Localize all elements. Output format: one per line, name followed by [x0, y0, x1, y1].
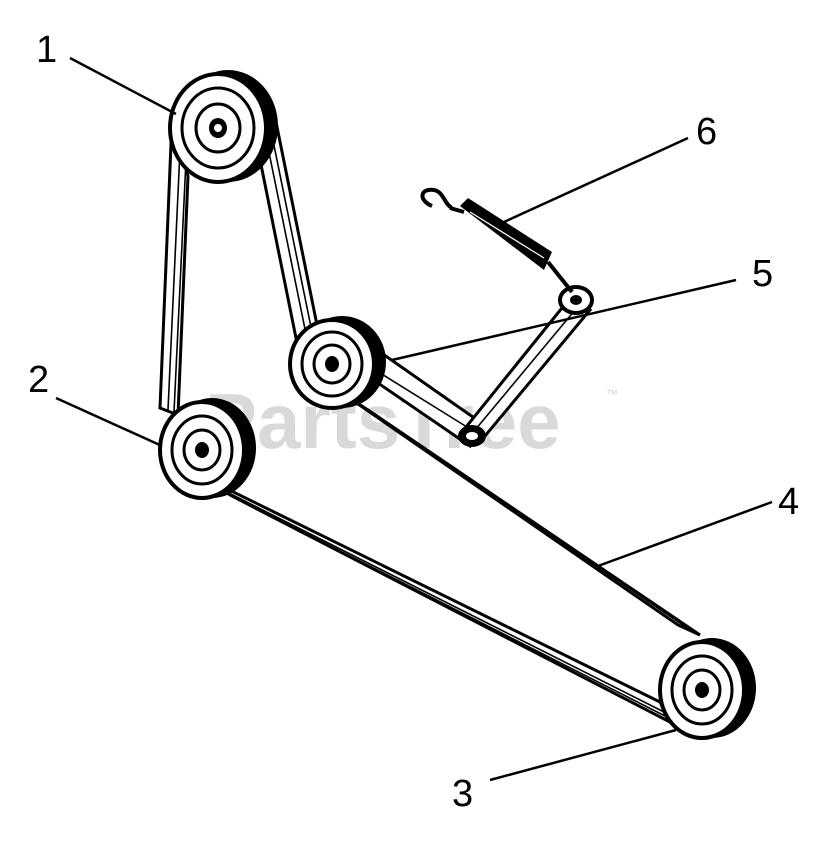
callout-3: 3 — [452, 773, 473, 815]
pulley-1 — [168, 70, 278, 184]
lower-belt — [204, 393, 701, 726]
pulley-5 — [288, 316, 386, 410]
leader-line-2 — [55, 396, 163, 448]
leader-line-4 — [597, 500, 773, 568]
callout-4: 4 — [778, 481, 799, 523]
callout-1: 1 — [36, 29, 57, 71]
callout-labels: 1 2 3 4 5 6 — [28, 29, 799, 815]
callout-6: 6 — [696, 111, 717, 153]
callout-2: 2 — [28, 359, 49, 401]
leader-line-5 — [391, 278, 737, 362]
idler-bracket — [359, 285, 594, 449]
pulley-3 — [658, 638, 756, 740]
leader-line-6 — [503, 136, 689, 224]
callout-5: 5 — [752, 253, 773, 295]
leader-line-3 — [489, 728, 677, 782]
watermark-trademark: ™ — [606, 387, 618, 401]
extension-spring — [420, 187, 574, 294]
pulley-2 — [158, 398, 256, 500]
leader-line-1 — [69, 56, 177, 116]
leader-lines — [55, 56, 773, 782]
